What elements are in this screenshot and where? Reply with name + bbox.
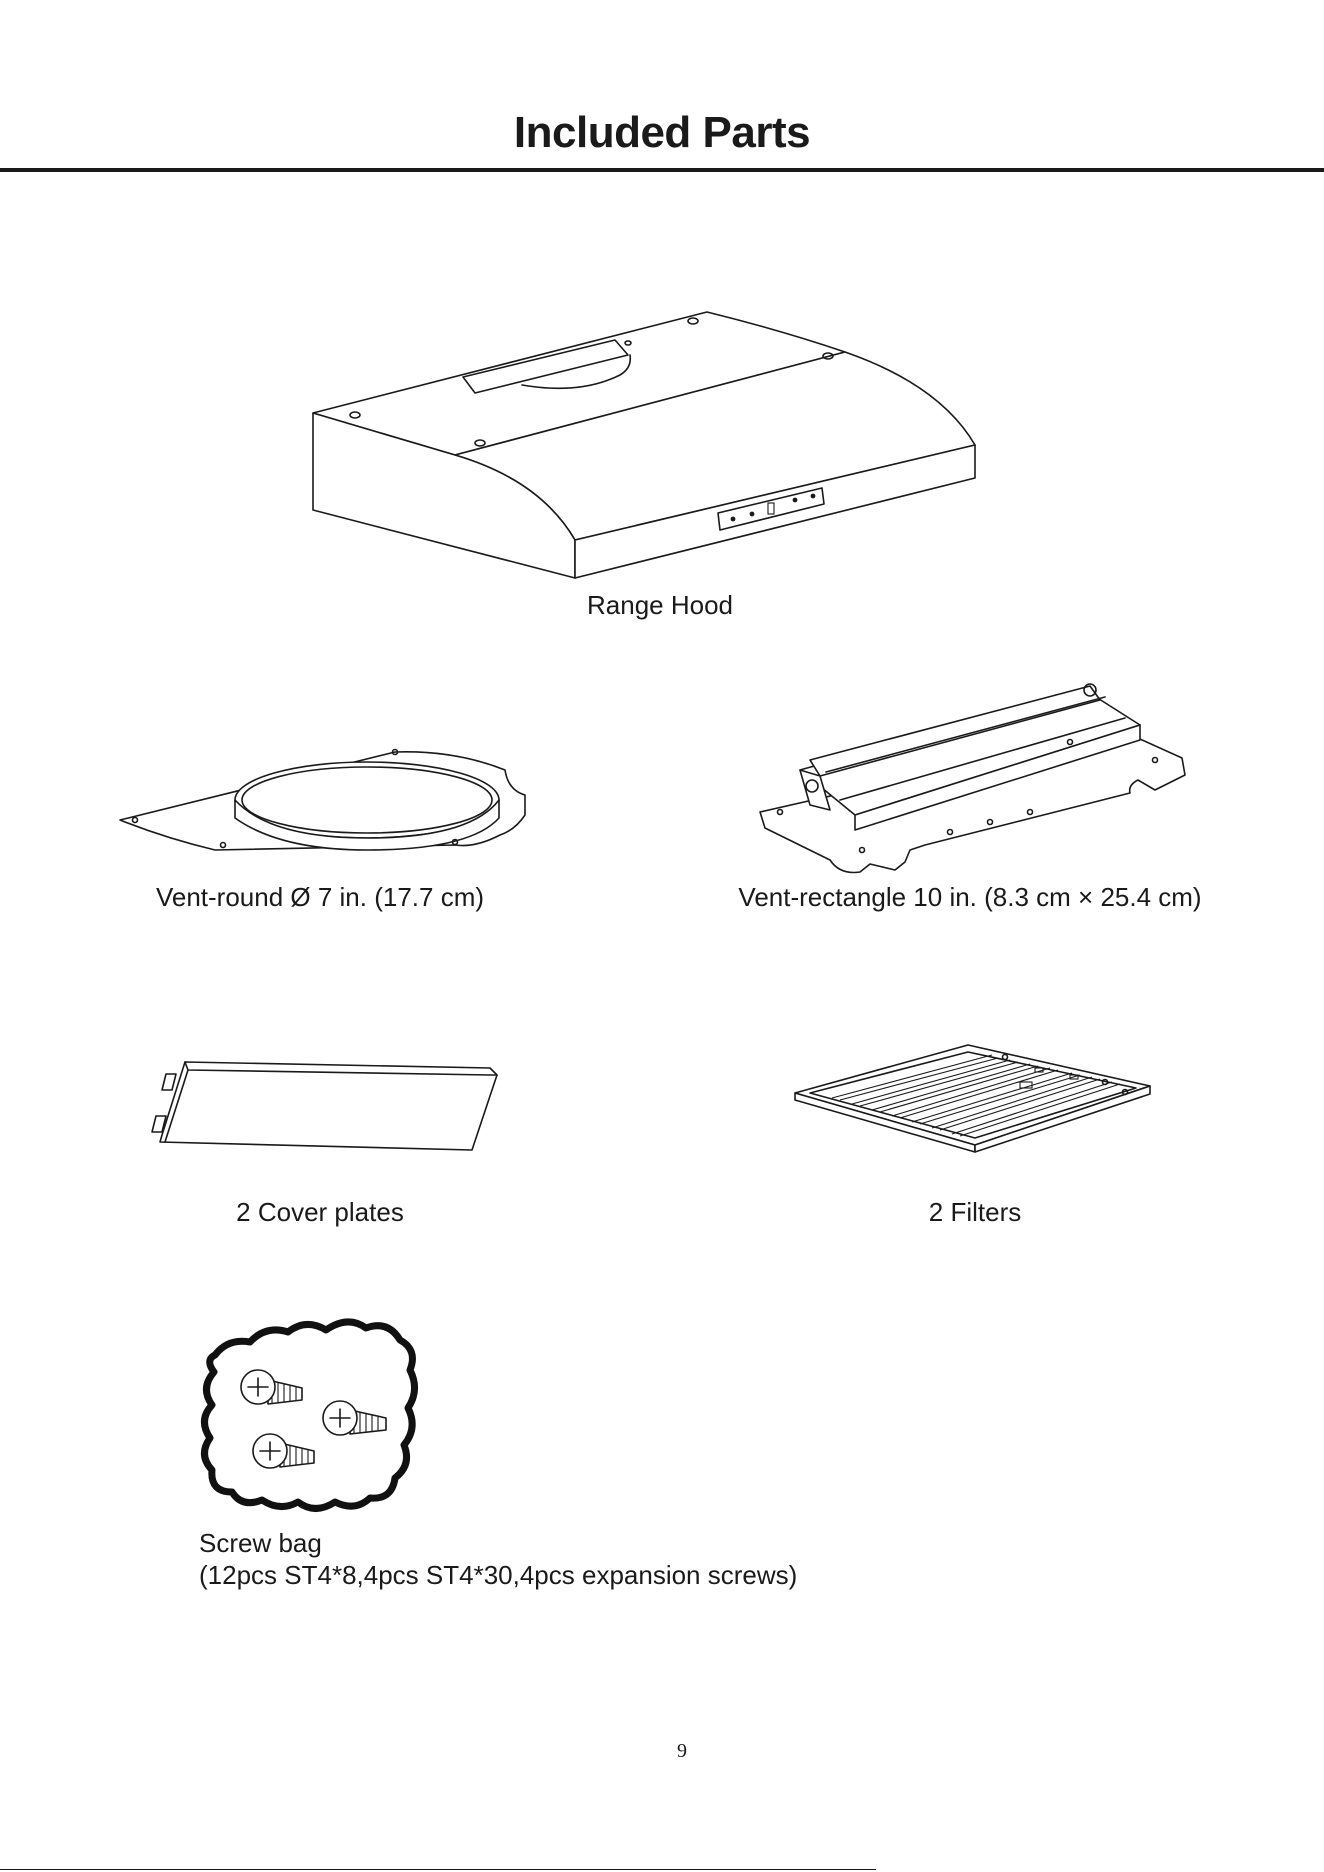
screw-3 [253, 1434, 314, 1468]
screw-bag-contents: (12pcs ST4*8,4pcs ST4*30,4pcs expansion … [199, 1560, 797, 1591]
screw-2 [323, 1401, 386, 1435]
screw-bag-icon [0, 0, 1324, 1520]
screw-1 [241, 1370, 302, 1404]
page-number: 9 [0, 1740, 1324, 1763]
footer-rule [0, 1869, 876, 1870]
screw-bag-label: Screw bag [199, 1528, 322, 1559]
